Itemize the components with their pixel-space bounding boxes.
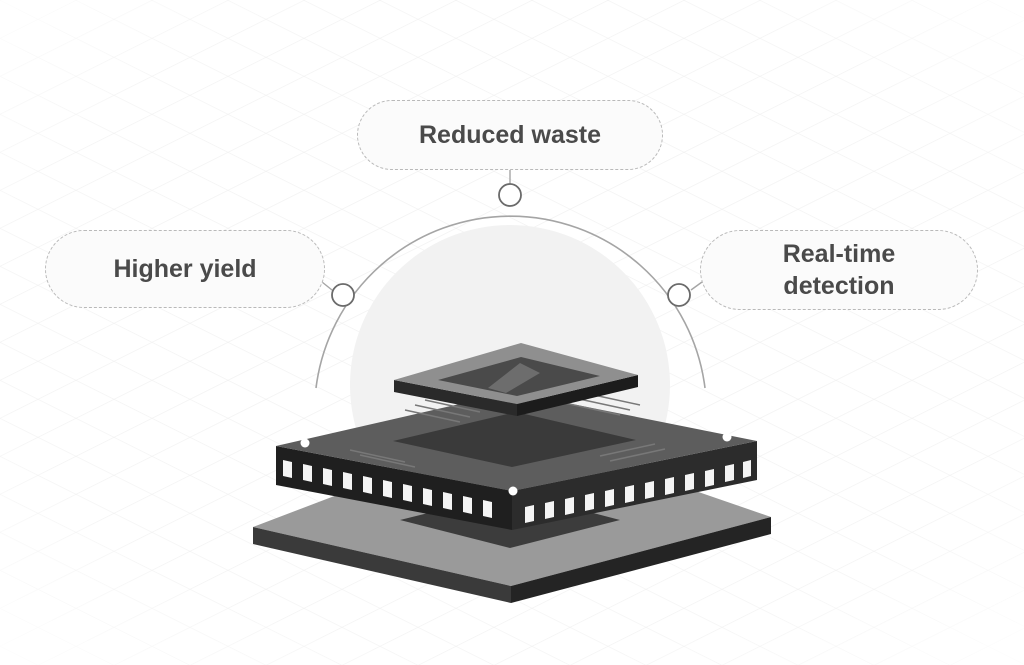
- chip-package-icon: [276, 391, 757, 530]
- node-icon-waste: [498, 183, 522, 207]
- benefit-label-realtime-detection: Real-time detection: [700, 230, 978, 310]
- higher-yield-text: Higher yield: [113, 255, 257, 283]
- benefit-label-reduced-waste: Reduced waste: [357, 100, 663, 170]
- realtime-detection-text-line1: Real-time: [782, 240, 896, 268]
- pins-left: [283, 460, 492, 518]
- pins-right: [525, 460, 751, 523]
- realtime-detection-text-line2: detection: [783, 272, 895, 300]
- chip-lid: [394, 343, 638, 416]
- node-icon-detection: [667, 283, 691, 307]
- benefit-label-higher-yield: Higher yield: [45, 230, 325, 308]
- node-icon-yield: [331, 283, 355, 307]
- reduced-waste-text: Reduced waste: [418, 121, 601, 149]
- benefit-arc: [315, 215, 706, 389]
